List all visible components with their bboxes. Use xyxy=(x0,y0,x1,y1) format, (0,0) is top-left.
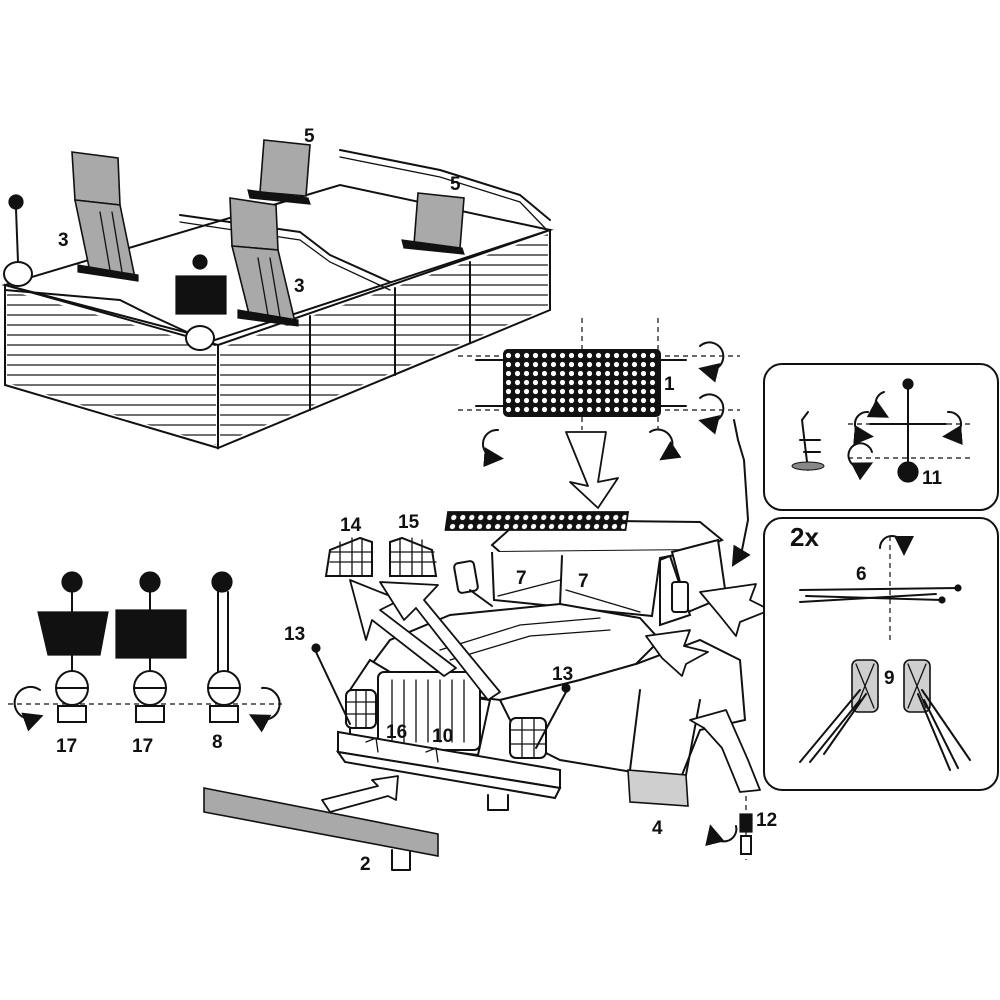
antenna-right xyxy=(535,683,571,749)
label-1: 1 xyxy=(664,374,675,395)
bed-lamp-left xyxy=(3,194,33,287)
label-4: 4 xyxy=(652,818,663,839)
label-5-right: 5 xyxy=(450,174,461,195)
bed-lamp-center xyxy=(175,254,227,351)
seat-back-right xyxy=(401,192,465,255)
label-5-top: 5 xyxy=(304,126,315,147)
part-12 xyxy=(705,796,753,860)
label-3-left: 3 xyxy=(58,230,69,251)
label-11: 11 xyxy=(922,468,943,489)
antenna-left xyxy=(311,643,351,725)
label-2x: 2x xyxy=(790,522,819,552)
label-8: 8 xyxy=(212,732,223,753)
label-7-right: 7 xyxy=(578,571,589,592)
label-13-left: 13 xyxy=(284,624,305,645)
label-6: 6 xyxy=(856,564,867,585)
label-12: 12 xyxy=(756,810,777,831)
detail-box-2x xyxy=(763,517,999,791)
seat-back-rear xyxy=(247,139,311,205)
label-14: 14 xyxy=(340,515,362,536)
part-window-15 xyxy=(389,536,438,577)
label-17-right: 17 xyxy=(132,736,153,757)
label-16: 16 xyxy=(386,722,407,743)
assembly-arrows xyxy=(321,419,771,813)
label-2: 2 xyxy=(360,854,371,875)
part-bumper-strip xyxy=(203,787,439,871)
label-3-center: 3 xyxy=(294,276,305,297)
label-10: 10 xyxy=(432,726,453,747)
label-9: 9 xyxy=(884,668,895,689)
label-17-left: 17 xyxy=(56,736,77,757)
seat-left xyxy=(71,151,139,282)
label-13-right: 13 xyxy=(552,664,573,685)
seat-center xyxy=(229,197,299,327)
detail-box-11 xyxy=(763,363,999,511)
roof-rack-part xyxy=(458,318,740,509)
lamp-assembly-row xyxy=(8,571,282,733)
part-window-14 xyxy=(324,536,373,577)
truck-bed xyxy=(1,149,554,450)
label-7-left: 7 xyxy=(516,568,527,589)
label-15: 15 xyxy=(398,512,420,533)
